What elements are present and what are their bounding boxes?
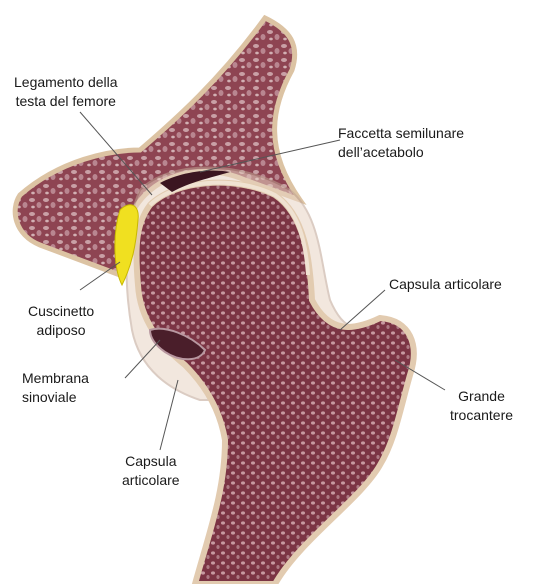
label-membrana: Membrana sinoviale <box>22 369 89 407</box>
label-faccetta: Faccetta semilunare dell’acetabolo <box>338 124 464 162</box>
label-membrana-line1: Membrana <box>22 369 89 388</box>
label-grande-line1: Grande <box>450 387 513 406</box>
label-legamento: Legamento della testa del femore <box>14 73 118 111</box>
label-legamento-line1: Legamento della <box>14 73 118 92</box>
leader-capsula-sx <box>160 380 178 450</box>
label-faccetta-line2: dell’acetabolo <box>338 143 464 162</box>
label-membrana-line2: sinoviale <box>22 388 89 407</box>
label-capsula-sx: Capsula articolare <box>122 452 180 490</box>
label-capsula-sx-line1: Capsula <box>122 452 180 471</box>
label-grande-line2: trocantere <box>450 406 513 425</box>
label-legamento-line2: testa del femore <box>14 92 118 111</box>
label-capsula-dx-line1: Capsula articolare <box>389 275 502 294</box>
label-capsula-sx-line2: articolare <box>122 471 180 490</box>
label-faccetta-line1: Faccetta semilunare <box>338 124 464 143</box>
label-cuscinetto-line2: adiposo <box>28 321 94 340</box>
label-capsula-dx: Capsula articolare <box>389 275 502 294</box>
label-cuscinetto: Cuscinetto adiposo <box>28 302 94 340</box>
label-cuscinetto-line1: Cuscinetto <box>28 302 94 321</box>
label-grande: Grande trocantere <box>450 387 513 425</box>
